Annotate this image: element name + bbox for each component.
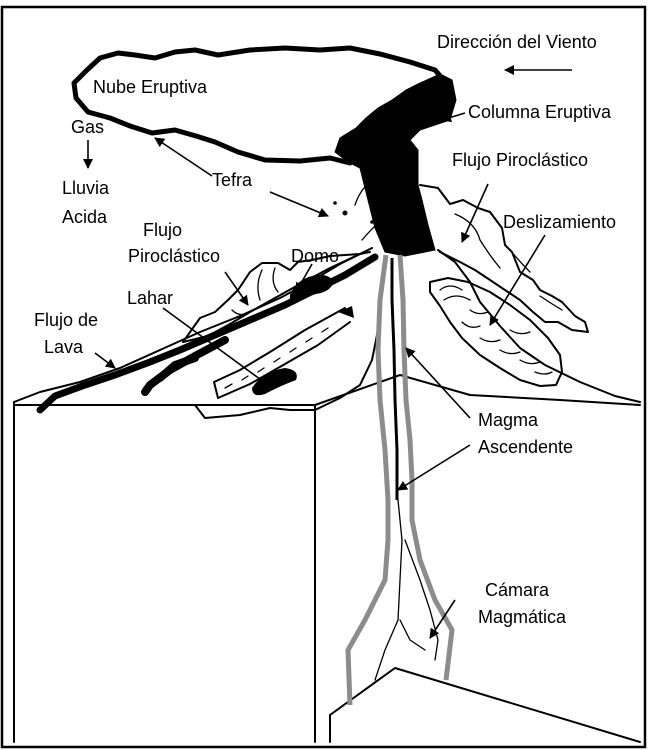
label-rising-magma-line2: Ascendente: [478, 437, 573, 457]
label-dome: Domo: [291, 246, 339, 266]
label-pyroclastic-flow-left-line1: Flujo: [143, 220, 182, 240]
label-acid-rain-line1: Lluvia: [62, 178, 110, 198]
label-eruption-column: Columna Eruptiva: [468, 102, 612, 122]
label-magma-chamber-line1: Cámara: [485, 580, 550, 600]
magma-conduit-core: [392, 258, 397, 500]
label-eruption-cloud: Nube Eruptiva: [93, 77, 208, 97]
label-lava-flow-line2: Lava: [44, 337, 84, 357]
label-acid-rain-line2: Acida: [62, 207, 108, 227]
label-magma-chamber-line2: Magmática: [478, 607, 567, 627]
landslide-deposit: [430, 278, 562, 386]
lava-flow-branch-2: [160, 358, 195, 378]
label-wind-direction: Dirección del Viento: [437, 32, 597, 52]
block-front: [14, 402, 315, 742]
label-landslide: Deslizamiento: [503, 212, 616, 232]
magma-conduit-left: [348, 255, 388, 705]
block-side: [315, 375, 640, 405]
eruption-column: [335, 74, 456, 256]
block-cutaway: [330, 668, 640, 742]
label-pyroclastic-flow-right: Flujo Piroclástico: [452, 150, 588, 170]
label-rising-magma-line1: Magma: [478, 410, 539, 430]
label-pyroclastic-flow-left-line2: Piroclástico: [128, 246, 220, 266]
label-tephra: Tefra: [212, 170, 253, 190]
magma-chamber-cracks: [375, 500, 438, 680]
label-gas: Gas: [71, 117, 104, 137]
label-lahar: Lahar: [127, 288, 173, 308]
pyroclastic-flow-right: [420, 185, 588, 332]
lahar-source: [338, 306, 354, 318]
label-lava-flow-line1: Flujo de: [34, 310, 98, 330]
